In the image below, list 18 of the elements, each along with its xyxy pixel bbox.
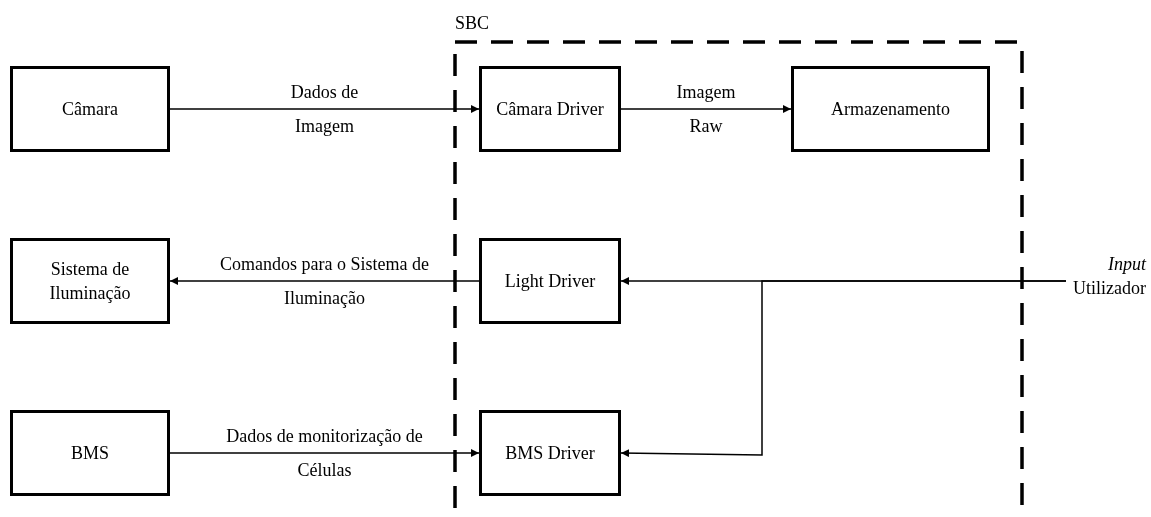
arrow xyxy=(169,277,480,285)
process-box: Sistema de Iluminação xyxy=(10,238,170,324)
edge-label: Dados de monitorização de Células xyxy=(225,425,424,482)
process-box: Câmara xyxy=(10,66,170,152)
arrow xyxy=(620,105,792,113)
input-text: Input Utilizador xyxy=(1066,252,1146,310)
edge-label: Comandos para o Sistema de Iluminação xyxy=(219,253,430,310)
process-box: BMS xyxy=(10,410,170,496)
process-box: BMS Driver xyxy=(479,410,621,496)
arrow xyxy=(169,105,480,113)
group-title: SBC xyxy=(455,12,490,35)
process-box: Câmara Driver xyxy=(479,66,621,152)
edge-label: Imagem Raw xyxy=(675,81,737,138)
edge-label: Dados de Imagem xyxy=(289,81,360,138)
arrow xyxy=(620,280,1067,458)
process-box: Light Driver xyxy=(479,238,621,324)
process-box: Armazenamento xyxy=(791,66,990,152)
arrow xyxy=(169,449,480,457)
